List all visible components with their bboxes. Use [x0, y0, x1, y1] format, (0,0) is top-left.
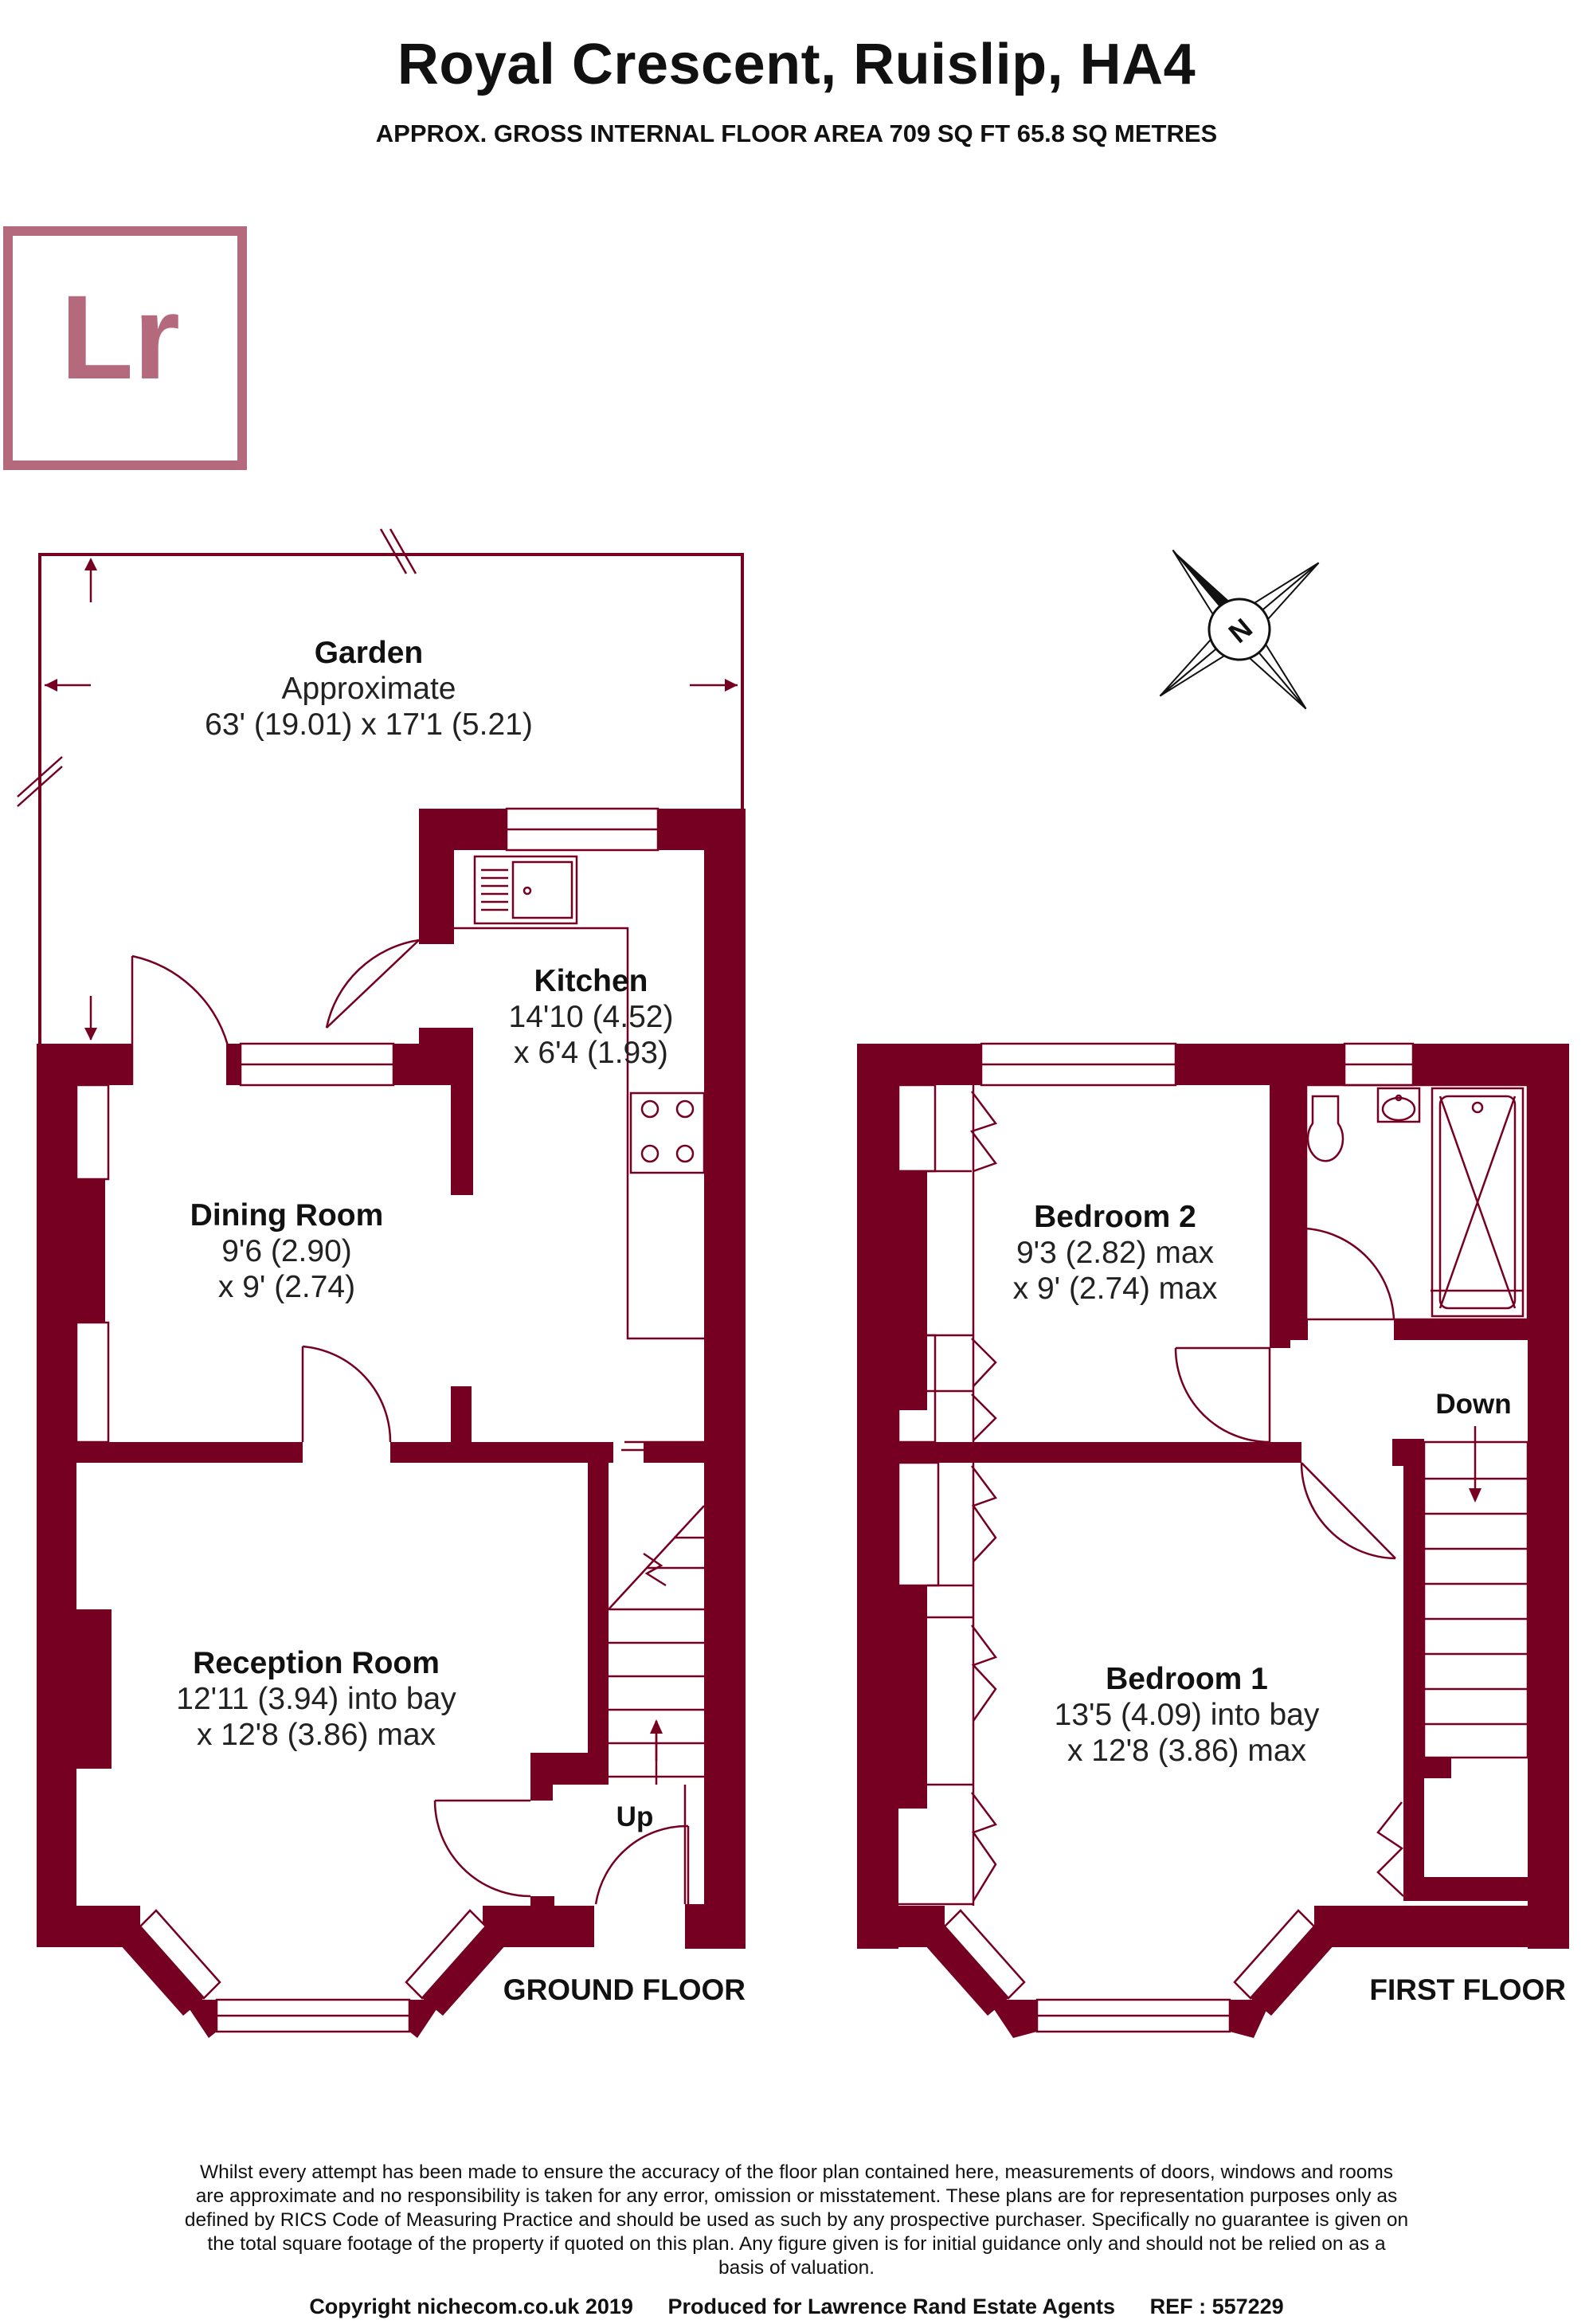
- reception-room-dim-line2: x 12'8 (3.86) max: [197, 1718, 436, 1752]
- ground-floor-doors: [131, 939, 704, 1905]
- agent-logo-text: Lr: [61, 270, 180, 404]
- bathroom-fittings: [1305, 1084, 1529, 1321]
- footer-produced-for: Produced for Lawrence Rand Estate Agents: [667, 2295, 1116, 2318]
- agent-logo: Lr: [3, 226, 247, 470]
- footer-copyright: Copyright nichecom.co.uk 2019: [309, 2295, 633, 2318]
- garden-dim-line2: 63' (19.01) x 17'1 (5.21): [205, 707, 533, 742]
- reception-room-dim-line1: 12'11 (3.94) into bay: [176, 1682, 456, 1716]
- first-floor-label: FIRST FLOOR: [1369, 1973, 1566, 2006]
- kitchen-fittings: [454, 855, 706, 1340]
- kitchen-name: Kitchen: [534, 964, 648, 998]
- page-title: Royal Crescent, Ruislip, HA4: [397, 33, 1196, 96]
- footer-reference: REF : 557229: [1149, 2295, 1284, 2318]
- ground-floor-windows: [75, 807, 660, 2033]
- disclaimer-text: Whilst every attempt has been made to en…: [184, 2161, 1409, 2279]
- kitchen-dim-line1: 14'10 (4.52): [509, 1000, 674, 1034]
- bedroom-1-dim-line2: x 12'8 (3.86) max: [1067, 1734, 1307, 1768]
- garden-dim-line1: Approximate: [282, 672, 456, 706]
- dining-room-name: Dining Room: [190, 1198, 384, 1233]
- first-floor-doors: [897, 1084, 1404, 1906]
- garden-outline: [17, 528, 744, 1044]
- compass-rose-icon: [1159, 549, 1320, 710]
- ground-floor-label: GROUND FLOOR: [503, 1973, 746, 2006]
- garden-name: Garden: [315, 636, 424, 670]
- floor-area-subtitle: APPROX. GROSS INTERNAL FLOOR AREA 709 SQ…: [375, 120, 1218, 147]
- footer: Copyright nichecom.co.uk 2019 Produced f…: [0, 2295, 1593, 2319]
- bedroom-1-dim-line1: 13'5 (4.09) into bay: [1055, 1698, 1320, 1732]
- bedroom-2-dim-line1: 9'3 (2.82) max: [1016, 1236, 1215, 1270]
- stairs-down-label: Down: [1435, 1389, 1511, 1420]
- stairs-up-label: Up: [616, 1801, 654, 1832]
- bedroom-1-name: Bedroom 1: [1106, 1662, 1268, 1696]
- bedroom-2-name: Bedroom 2: [1034, 1200, 1196, 1234]
- ground-floor-walls: [37, 809, 746, 2038]
- bedroom-2-dim-line2: x 9' (2.74) max: [1013, 1272, 1218, 1306]
- first-floor-stairs: [1423, 1426, 1529, 1759]
- first-floor-windows: [943, 1042, 1415, 2033]
- ground-floor-stairs: [608, 1505, 705, 1904]
- first-floor-walls: [857, 1044, 1569, 2038]
- dining-room-dim-line1: 9'6 (2.90): [221, 1234, 352, 1268]
- kitchen-dim-line2: x 6'4 (1.93): [514, 1036, 668, 1070]
- reception-room-name: Reception Room: [193, 1646, 440, 1680]
- dining-room-dim-line2: x 9' (2.74): [218, 1270, 355, 1304]
